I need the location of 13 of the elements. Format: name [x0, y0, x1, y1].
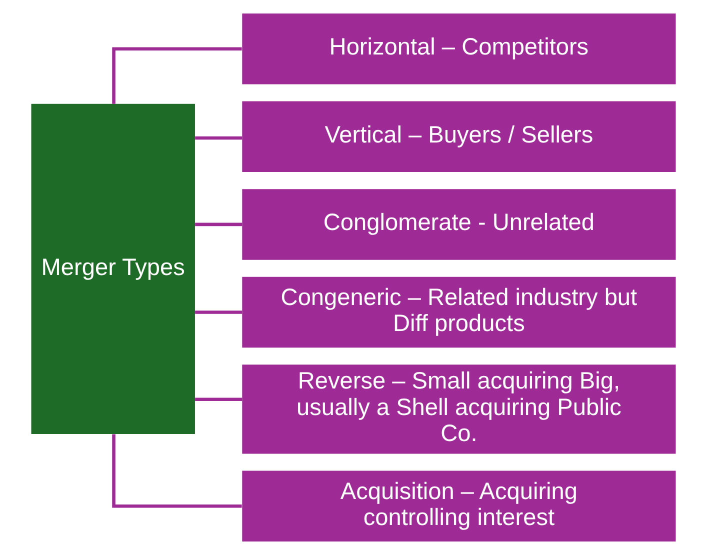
connector	[195, 222, 242, 226]
node-box: Acquisition – Acquiring controlling interest	[242, 470, 676, 542]
node-box: Merger Types	[31, 104, 195, 434]
connector	[195, 310, 242, 314]
connector	[195, 136, 242, 140]
node-box: Conglomerate - Unrelated	[242, 189, 676, 260]
node-box: Vertical – Buyers / Sellers	[242, 101, 676, 172]
node-box: Horizontal – Competitors	[242, 14, 676, 84]
node-box: Congeneric – Related industry but Diff products	[242, 276, 676, 348]
connector	[112, 47, 242, 104]
node-box: Reverse – Small acquiring Big, usually a Shell acquiring Public Co.	[242, 364, 676, 454]
connector	[112, 434, 242, 508]
connector	[195, 398, 242, 401]
